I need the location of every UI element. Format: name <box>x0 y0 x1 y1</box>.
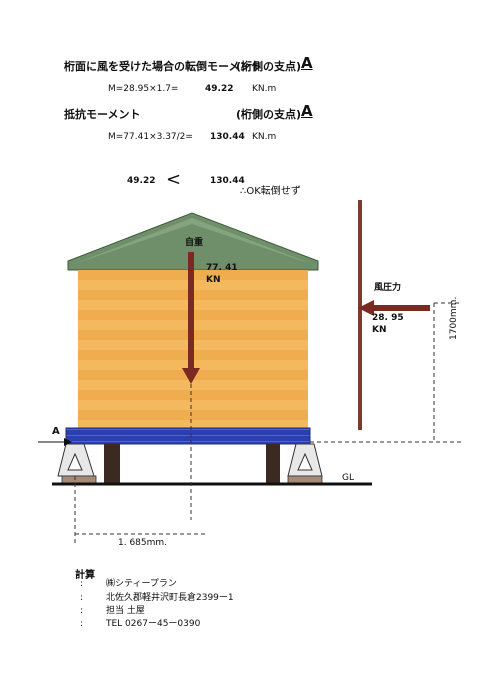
wind-value: 28. 95 <box>372 313 404 323</box>
overturning-value: 49.22 <box>205 84 234 94</box>
resisting-value: 130.44 <box>210 132 245 142</box>
footer-tel: TEL 0267ー45ー0390 <box>106 619 201 629</box>
ground-label: GL <box>342 473 354 483</box>
compare-left: 49.22 <box>127 176 156 186</box>
compare-conclusion: ∴OK転倒せず <box>240 186 301 197</box>
resisting-unit: KN.m <box>252 132 277 142</box>
post-inner-left <box>104 444 120 484</box>
wind-label: 風圧力 <box>374 283 402 293</box>
base-beam <box>65 427 311 445</box>
roof <box>67 212 319 271</box>
height-dimension: 1700mm. <box>449 296 459 340</box>
wind-unit: KN <box>372 325 387 335</box>
overturning-formula: M=28.95×1.7= <box>108 84 179 94</box>
footer-colon: : <box>80 606 84 616</box>
overturning-unit: KN.m <box>252 84 277 94</box>
footer-address: 北佐久郡軽井沢町長倉2399ー1 <box>106 593 234 603</box>
footer-colon: : <box>80 619 84 629</box>
footer-colon: : <box>80 593 84 603</box>
compare-right: 130.44 <box>210 176 245 186</box>
footer-heading: 計算 <box>75 570 95 581</box>
resisting-moment-title: 抵抗モーメント <box>64 108 141 121</box>
self-weight-label: 自重 <box>185 238 204 248</box>
overturning-support-note: (桁側の支点) <box>236 60 302 73</box>
footer-colon: : <box>80 579 84 589</box>
resisting-formula: M=77.41×3.37/2= <box>108 132 193 142</box>
resisting-support-letter: A <box>301 102 313 120</box>
overturning-moment-title: 桁面に風を受けた場合の転倒モーメント <box>64 60 262 73</box>
post-inner-right <box>266 444 280 484</box>
self-weight-unit: KN <box>206 275 221 285</box>
support-label: A <box>52 426 60 437</box>
width-dimension: 1. 685mm. <box>118 538 168 548</box>
wind-arrow <box>358 300 430 316</box>
self-weight-value: 77. 41 <box>206 263 238 273</box>
resisting-support-note: (桁側の支点) <box>236 108 302 121</box>
right-footing <box>287 443 323 485</box>
left-footing <box>57 443 97 485</box>
wind-pole <box>358 200 362 430</box>
support-a-arrow <box>38 438 72 446</box>
compare-symbol: < <box>166 169 182 190</box>
footer-person: 担当 土屋 <box>106 606 145 616</box>
self-weight-arrow <box>182 252 200 520</box>
overturning-support-letter: A <box>301 54 313 72</box>
footer-company: ㈱シティープラン <box>106 579 177 589</box>
